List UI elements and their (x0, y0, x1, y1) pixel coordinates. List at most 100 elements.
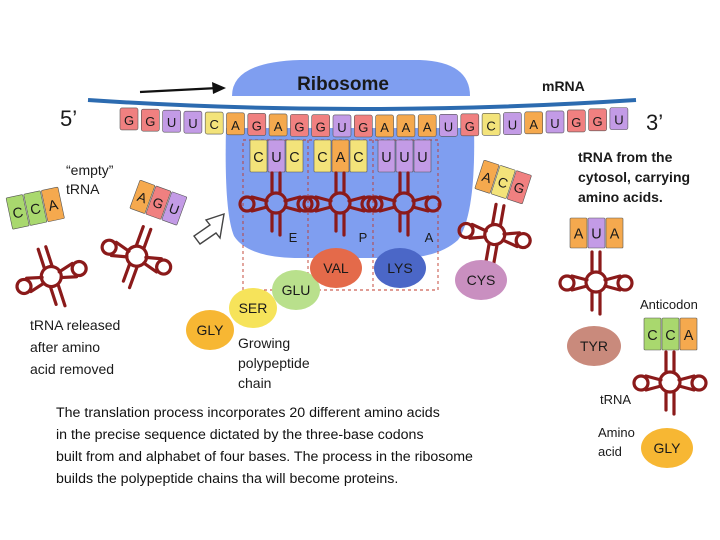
anticodon-base (413, 139, 432, 173)
trna-acceptor (334, 211, 346, 237)
arrow-head-icon (212, 82, 226, 94)
trna-legend (632, 350, 708, 416)
trna-acceptor (590, 290, 602, 316)
mrna-base-letter: G (571, 115, 581, 130)
empty-trna-label: tRNA (66, 181, 100, 197)
mrna-base-letter: G (358, 120, 368, 135)
mrna-base (332, 114, 352, 138)
caption-line: built from and alphabet of four bases. T… (56, 449, 473, 465)
anticodon-base (313, 139, 332, 173)
mrna-base-letter: G (593, 114, 603, 129)
anticodon-base (145, 185, 172, 220)
trna-arm-right (57, 261, 79, 280)
trna-empty (100, 225, 173, 290)
anticodon-letter: C (647, 328, 657, 344)
mrna-base (417, 114, 437, 137)
chain-label: polypeptide (238, 355, 310, 371)
amino-lys (374, 248, 426, 288)
mrna-base-letter: G (294, 119, 304, 134)
mrna-base (524, 111, 544, 135)
anticodon-base (23, 190, 48, 226)
trna-loop-center (328, 191, 352, 215)
trna-site_a (366, 171, 442, 237)
trna-loop-center (584, 270, 608, 294)
trna-loop-right (514, 231, 532, 250)
exit-arrow-icon (193, 212, 225, 245)
anticodon-letter: G (151, 195, 166, 213)
mrna-base (204, 111, 224, 135)
trna-arm-right (283, 195, 302, 213)
amino-lys-label: LYS (387, 260, 412, 276)
anticodon-base (285, 139, 304, 173)
trna-loop-left (302, 195, 320, 213)
empty-trna-label: “empty” (66, 162, 114, 178)
trna-loop-left (558, 274, 576, 292)
trna-site_p_left (238, 171, 314, 237)
amino-ser (229, 288, 277, 328)
anticodon-base (41, 186, 65, 222)
anticodon-base (377, 139, 396, 173)
anticodon-letter: C (317, 150, 327, 166)
trna-loop-right (155, 258, 173, 276)
trna-loop-center (39, 264, 63, 289)
trna-loop-center (125, 244, 149, 268)
mrna-base (311, 114, 331, 137)
trna-arm-right (501, 231, 522, 249)
anticodon-base (587, 217, 606, 249)
trna-stem (134, 225, 153, 250)
mrna-base (290, 114, 309, 137)
site-label-a: A (425, 230, 434, 245)
trna-stem (490, 202, 506, 227)
chain-label: Growing (238, 335, 290, 351)
mrna-label: mRNA (542, 78, 585, 94)
trna-loop-right (360, 195, 378, 213)
anticodon-letter: C (29, 201, 43, 219)
mrna-base (353, 114, 373, 138)
anticodon-base (267, 139, 286, 173)
trna-acceptor (270, 211, 282, 237)
anticodon-base (661, 317, 680, 351)
trna-loop-center (392, 191, 416, 215)
mrna-base (609, 107, 629, 130)
trna-arm-right (603, 274, 622, 292)
anticodon-base (679, 317, 698, 351)
anticodon-base (395, 139, 414, 173)
amino-legend-gly (641, 428, 693, 468)
mrna-base-letter: U (337, 120, 346, 135)
mrna-base (439, 113, 458, 137)
mrna-base (268, 113, 288, 137)
anticodon-letter: U (167, 201, 181, 218)
caption-line: The translation process incorporates 20 … (56, 405, 440, 421)
amino-legend-gly-label: GLY (654, 440, 682, 456)
mrna-base (566, 109, 586, 133)
anticodon-base (5, 194, 30, 230)
anticodon-letter: U (271, 150, 281, 166)
trna-loop-left (632, 374, 650, 392)
mrna-base (119, 107, 139, 131)
caption: The translation process incorporates 20 … (56, 402, 576, 490)
caption-line: in the precise sequence dictated by the … (56, 427, 424, 443)
trna-stem (664, 350, 676, 374)
mrna-strand (87, 98, 637, 111)
trna-loop-center (658, 370, 682, 394)
mrna-base-letter: G (316, 120, 326, 135)
mrna-base (545, 110, 565, 134)
anticodon-base (490, 165, 516, 199)
anticodon-letter: A (574, 226, 584, 242)
anticodon-letter: A (684, 328, 694, 344)
mrna-base-letter: U (508, 118, 517, 133)
trna-incoming (457, 202, 532, 269)
anticodon-legend-label: Anticodon (640, 297, 698, 312)
amino-val (310, 248, 362, 288)
trna-acceptor (48, 283, 67, 308)
anticodon-base (643, 317, 662, 351)
anticodon-base (331, 139, 350, 173)
mrna-base (247, 113, 267, 136)
anticodon-letter: U (417, 150, 427, 166)
released-label: tRNA released (30, 317, 120, 333)
cytosol-label: amino acids. (578, 189, 663, 205)
